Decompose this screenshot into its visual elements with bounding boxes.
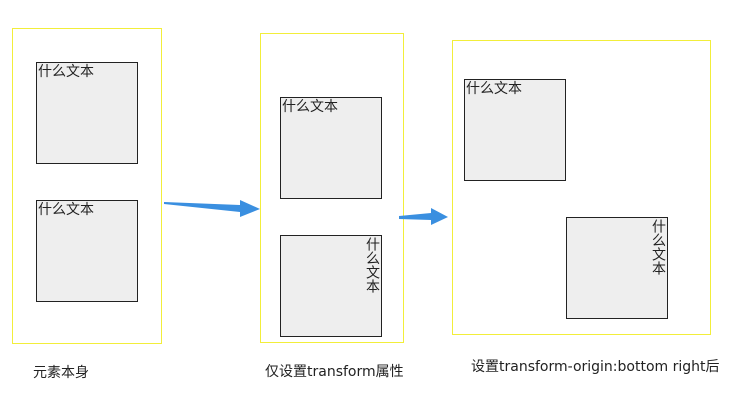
box-top: 什么文本: [36, 62, 138, 164]
box-label: 什么文本: [282, 99, 338, 115]
arrow-2: [399, 208, 448, 225]
box-label: 什么文本: [38, 202, 94, 218]
arrow-1: [164, 200, 260, 217]
box-bottom: 什么文本: [36, 200, 138, 302]
caption-original: 元素本身: [33, 365, 89, 381]
panel-original: 什么文本 什么文本: [12, 28, 162, 344]
box-label-rotated: 什么文本: [364, 237, 380, 293]
panel-transform-only: 什么文本 什么文本: [260, 33, 404, 343]
box-top: 什么文本: [280, 97, 382, 199]
box-rotated: 什么文本: [566, 217, 668, 319]
panel-transform-origin: 什么文本 什么文本: [452, 40, 711, 335]
box-top: 什么文本: [464, 79, 566, 181]
box-rotated: 什么文本: [280, 235, 382, 337]
box-label: 什么文本: [38, 64, 94, 80]
box-label-rotated: 什么文本: [650, 219, 666, 275]
caption-transform-origin: 设置transform-origin:bottom right后: [471, 359, 720, 375]
box-label: 什么文本: [466, 81, 522, 97]
caption-transform-only: 仅设置transform属性: [265, 364, 404, 380]
